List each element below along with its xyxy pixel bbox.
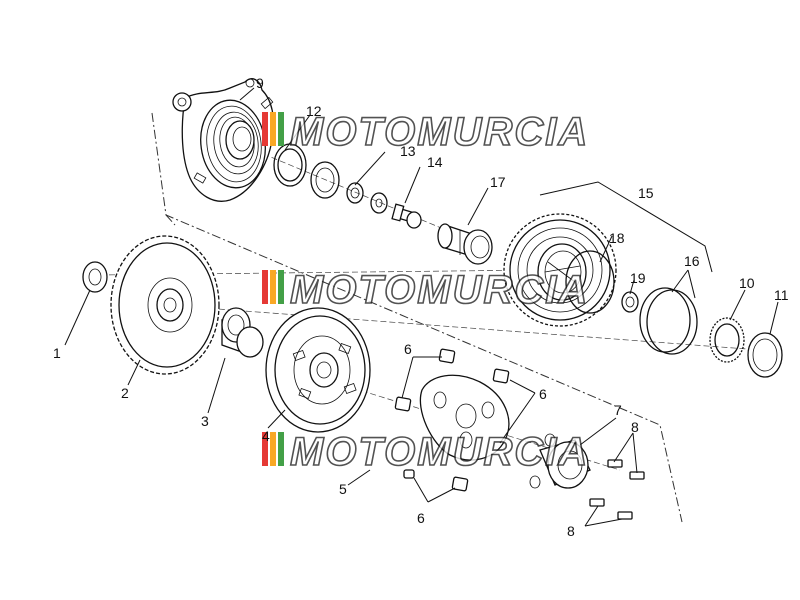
sliders — [394, 348, 510, 492]
callout-7: 7 — [614, 402, 622, 418]
callout-labels: 9 12 13 14 17 15 18 19 16 10 11 1 2 3 4 … — [53, 75, 789, 539]
watermark-stripe-yellow — [270, 112, 276, 146]
callout-11: 11 — [774, 287, 789, 303]
callout-14: 14 — [427, 154, 443, 170]
screws — [589, 459, 645, 520]
watermark-middle: MOTOMURCIA — [262, 267, 589, 313]
watermark-stripe-green — [278, 270, 284, 304]
watermark-stripe-red — [262, 432, 268, 466]
washer-11 — [747, 332, 783, 378]
callout-17: 17 — [490, 174, 506, 190]
callout-6-bottom: 6 — [417, 510, 425, 526]
washer-19 — [621, 291, 639, 313]
gear-hub — [503, 213, 617, 327]
callout-8-upper: 8 — [631, 419, 639, 435]
watermark-stripe-yellow — [270, 270, 276, 304]
watermark-text: MOTOMURCIA — [290, 430, 589, 474]
bushing-17 — [437, 223, 493, 265]
watermark-stripe-green — [278, 112, 284, 146]
watermark-stripe-yellow — [270, 432, 276, 466]
leader-lines — [64, 87, 779, 527]
washer-1 — [82, 261, 108, 293]
callout-5: 5 — [339, 481, 347, 497]
spacer-bushing — [221, 307, 264, 358]
callout-18: 18 — [609, 230, 625, 246]
callout-12: 12 — [306, 103, 322, 119]
callout-3: 3 — [201, 413, 209, 429]
retaining-ring-10 — [709, 317, 745, 363]
callout-19: 19 — [630, 270, 646, 286]
callout-9: 9 — [256, 75, 264, 91]
watermark-text: MOTOMURCIA — [290, 110, 589, 154]
sliding-hub — [529, 433, 591, 489]
group-bracket-15 — [539, 181, 713, 273]
circlip — [273, 143, 307, 187]
callout-2: 2 — [121, 385, 129, 401]
callout-4: 4 — [262, 428, 270, 444]
o-rings-16 — [639, 287, 698, 355]
callout-15: 15 — [638, 185, 654, 201]
callout-16: 16 — [684, 253, 700, 269]
assembly-boundary — [151, 112, 683, 523]
small-washer — [346, 182, 364, 204]
small-washer-2 — [370, 192, 388, 214]
watermark-stripe-green — [278, 432, 284, 466]
o-ring-18 — [565, 250, 615, 314]
callout-10: 10 — [739, 275, 755, 291]
watermark-bottom: MOTOMURCIA — [262, 429, 589, 475]
movable-pulley — [265, 307, 371, 433]
bolt-14 — [391, 203, 422, 229]
ramp-plate — [419, 374, 510, 461]
callout-6-right: 6 — [539, 386, 547, 402]
callout-1: 1 — [53, 345, 61, 361]
watermark-top: MOTOMURCIA — [262, 109, 589, 155]
watermark-stripe-red — [262, 112, 268, 146]
watermark-text: MOTOMURCIA — [290, 268, 589, 312]
fixed-pulley — [110, 235, 220, 375]
callout-6-upper-left: 6 — [404, 341, 412, 357]
cover-plate — [172, 78, 275, 202]
washer-13 — [310, 161, 340, 199]
callout-8-lower: 8 — [567, 523, 575, 539]
watermark-stripe-red — [262, 270, 268, 304]
callout-13: 13 — [400, 143, 416, 159]
